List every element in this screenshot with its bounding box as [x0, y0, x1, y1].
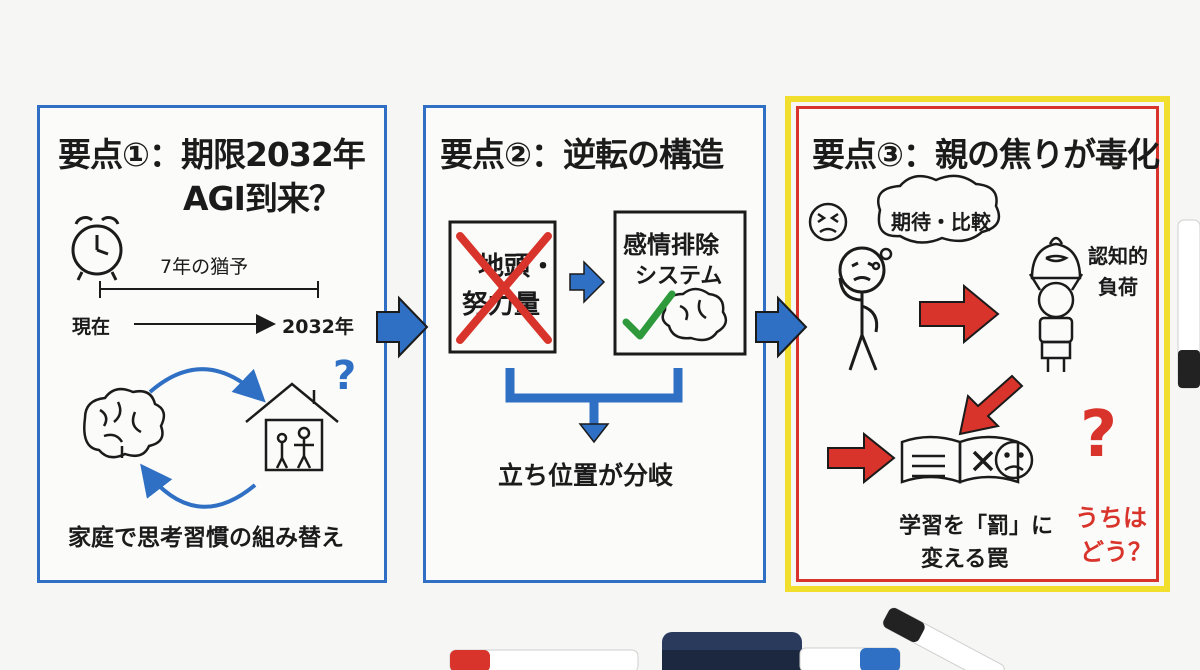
panel-1-title-line1: 要点①：期限2032年	[58, 135, 366, 174]
merge-arrow-head	[578, 423, 610, 444]
grace-period-bracket	[99, 281, 319, 298]
grace-label: 7年の猶予	[160, 256, 249, 278]
right-box-line1: 感情排除	[623, 231, 719, 259]
green-check-icon	[622, 290, 676, 340]
cycle-arrow-top	[148, 367, 266, 403]
trap-line2: 変える罠	[921, 547, 1009, 572]
cognitive-load-line2: 負荷	[1098, 275, 1138, 299]
panel-1	[37, 105, 387, 583]
marker-right-edge	[1177, 219, 1200, 389]
arrow-1-to-2	[376, 295, 429, 359]
arrow-box-to-box	[569, 260, 606, 304]
right-box-line2: システム	[635, 264, 723, 289]
red-arrow-to-book	[827, 431, 896, 485]
marker-blue	[799, 647, 901, 670]
timeline-end-label: 2032年	[282, 316, 354, 338]
red-arrow-right	[919, 283, 1000, 345]
panel-2	[423, 105, 766, 583]
marker-black	[882, 607, 1005, 670]
red-question-icon: ?	[1080, 398, 1118, 472]
panel-2-title: 要点②：逆転の構造	[440, 135, 724, 174]
panel-3-title: 要点③：親の焦りが毒化	[812, 135, 1160, 174]
book-icon	[900, 435, 1020, 484]
ask-line1: うちは	[1075, 504, 1147, 532]
child-with-weight-icon	[1028, 236, 1084, 372]
house-family-icon	[245, 382, 339, 472]
panel-1-title-line2: AGI到来？	[183, 179, 342, 218]
cycle-arrow-bottom	[140, 463, 257, 509]
thought-bubble	[871, 174, 1001, 271]
eraser	[662, 632, 802, 670]
panel-1-caption: 家庭で思考習慣の組み替え	[68, 525, 344, 551]
panel-2-caption: 立ち位置が分岐	[498, 461, 674, 490]
thought-bubble-text: 期待・比較	[891, 210, 991, 234]
stressed-face-icon	[808, 202, 848, 242]
merge-arrow	[505, 368, 683, 426]
system-box	[613, 210, 747, 356]
alarm-clock-icon	[71, 215, 123, 281]
question-icon: ?	[333, 353, 357, 399]
timeline-start-label: 現在	[72, 316, 111, 338]
parent-stick-figure	[838, 246, 886, 371]
brain-icon	[83, 387, 166, 459]
system-brain-icon	[661, 287, 728, 342]
sad-face-icon	[994, 440, 1034, 480]
effort-box	[448, 220, 557, 354]
marker-red	[449, 649, 639, 670]
cognitive-load-line1: 認知的	[1088, 244, 1148, 268]
red-cross-icon	[456, 232, 552, 344]
trap-line1: 学習を「罰」に	[899, 514, 1054, 539]
red-arrow-diagonal	[958, 374, 1024, 436]
ask-line2: どう？	[1080, 538, 1152, 566]
arrow-2-to-3	[755, 295, 808, 359]
